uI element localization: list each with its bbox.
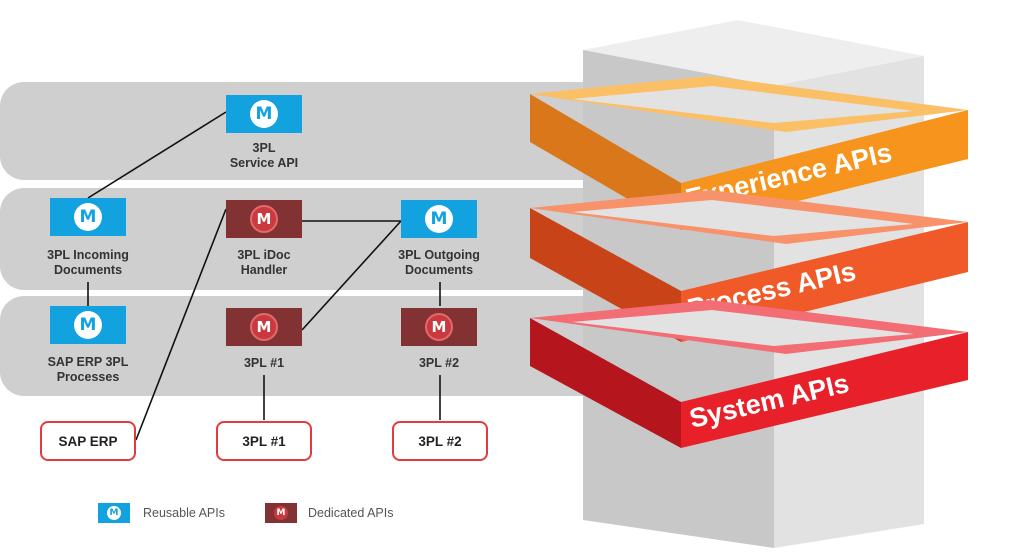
- line-3pl1-to-outgoing: [301, 220, 402, 331]
- idoc-handler-node: M: [226, 200, 302, 238]
- incoming-documents-node: M: [50, 198, 126, 236]
- line-service-to-incoming: [87, 111, 227, 199]
- mulesoft-logo-icon: M: [74, 203, 102, 231]
- service-api-node: M: [226, 95, 302, 133]
- legend-dedicated-label: Dedicated APIs: [308, 506, 394, 520]
- mulesoft-logo-icon: M: [250, 205, 278, 233]
- service-api-label: 3PL Service API: [229, 141, 299, 170]
- legend-dedicated-icon: M: [265, 503, 297, 523]
- line-idoc-to-sap-erp: [135, 208, 227, 441]
- mulesoft-logo-icon: M: [425, 205, 453, 233]
- 3pl2-system-box: 3PL #2: [392, 421, 488, 461]
- mulesoft-logo-icon: M: [74, 311, 102, 339]
- mulesoft-logo-icon: M: [425, 313, 453, 341]
- sap-erp-system-box: SAP ERP: [40, 421, 136, 461]
- 3pl1-system-box: 3PL #1: [216, 421, 312, 461]
- legend-reusable-icon: M: [98, 503, 130, 523]
- 3pl1-system-api-label: 3PL #1: [243, 356, 285, 370]
- mulesoft-logo-icon: M: [250, 100, 278, 128]
- 3pl2-system-api-node: M: [401, 308, 477, 346]
- incoming-documents-label: 3PL Incoming Documents: [47, 248, 129, 277]
- sap-erp-processes-label: SAP ERP 3PL Processes: [47, 355, 129, 384]
- 3pl1-system-api-node: M: [226, 308, 302, 346]
- system-ring-left: [530, 318, 681, 448]
- sap-erp-processes-node: M: [50, 306, 126, 344]
- 3pl2-system-api-label: 3PL #2: [418, 356, 460, 370]
- idoc-handler-label: 3PL iDoc Handler: [237, 248, 291, 277]
- outgoing-documents-label: 3PL Outgoing Documents: [398, 248, 480, 277]
- system-ring-front: [681, 332, 968, 448]
- mulesoft-logo-icon: M: [250, 313, 278, 341]
- experience-ring-left: [530, 94, 681, 230]
- outgoing-documents-node: M: [401, 200, 477, 238]
- legend-reusable-label: Reusable APIs: [143, 506, 225, 520]
